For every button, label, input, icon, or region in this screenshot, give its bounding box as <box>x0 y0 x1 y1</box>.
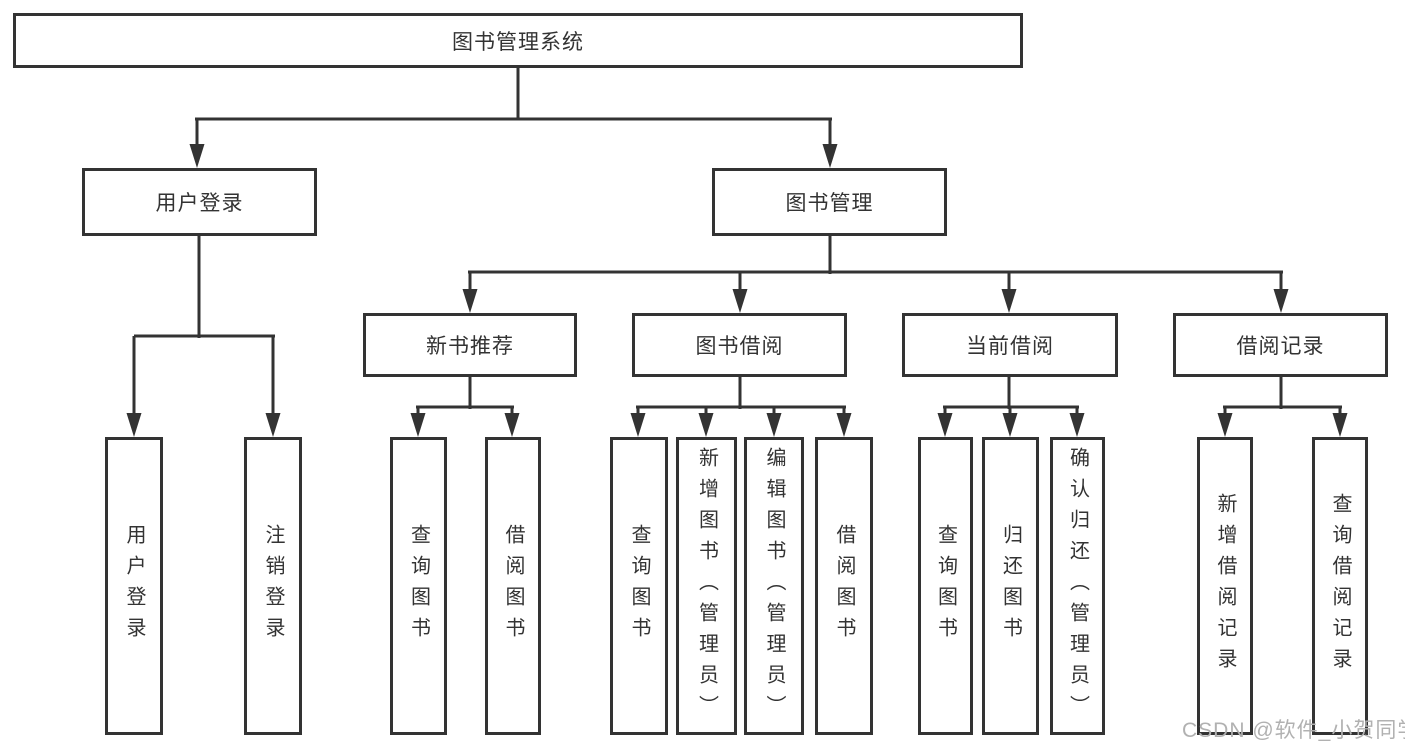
leaf-label: 确认归还（管理员） <box>1066 446 1089 726</box>
node-current-borrowing: 当前借阅 <box>902 313 1118 377</box>
node-label: 用户登录 <box>155 192 244 215</box>
node-book-management: 图书管理 <box>712 168 947 236</box>
leaf-add-borrow-record: 新增借阅记录 <box>1197 437 1253 735</box>
leaf-label: 查询图书 <box>628 524 650 648</box>
node-root: 图书管理系统 <box>13 13 1023 68</box>
leaf-label: 归还图书 <box>999 524 1022 648</box>
leaf-label: 查询图书 <box>934 524 957 648</box>
leaf-add-book-admin: 新增图书（管理员） <box>676 437 737 735</box>
node-label: 当前借阅 <box>966 335 1054 358</box>
node-book-borrowing: 图书借阅 <box>632 313 847 377</box>
leaf-logout: 注销登录 <box>244 437 302 735</box>
leaf-label: 新增图书（管理员） <box>695 446 718 726</box>
leaf-label: 用户登录 <box>123 524 145 648</box>
csdn-watermark: CSDN @软件_小贺同学 <box>1182 719 1405 742</box>
leaf-return-books: 归还图书 <box>982 437 1039 735</box>
leaf-label: 新增借阅记录 <box>1214 493 1236 679</box>
leaf-query-borrow-record: 查询借阅记录 <box>1312 437 1368 735</box>
leaf-edit-book-admin: 编辑图书（管理员） <box>744 437 804 735</box>
node-label: 借阅记录 <box>1236 335 1325 358</box>
node-borrowing-records: 借阅记录 <box>1173 313 1388 377</box>
node-label: 图书借阅 <box>695 335 784 358</box>
node-root-label: 图书管理系统 <box>452 30 584 54</box>
leaf-borrow-books-recommend: 借阅图书 <box>485 437 541 735</box>
node-new-book-recommendation: 新书推荐 <box>363 313 577 377</box>
leaf-label: 编辑图书（管理员） <box>763 446 785 726</box>
leaf-query-books-borrowing: 查询图书 <box>610 437 668 735</box>
leaf-query-books-recommend: 查询图书 <box>390 437 447 735</box>
node-label: 新书推荐 <box>426 335 514 358</box>
leaf-label: 借阅图书 <box>833 524 855 648</box>
leaf-borrow-books-borrowing: 借阅图书 <box>815 437 873 735</box>
leaf-label: 借阅图书 <box>502 524 524 648</box>
leaf-label: 查询图书 <box>407 524 430 648</box>
leaf-label: 查询借阅记录 <box>1329 493 1351 679</box>
node-label: 图书管理 <box>785 192 874 215</box>
leaf-user-login: 用户登录 <box>105 437 163 735</box>
node-user-login: 用户登录 <box>82 168 317 236</box>
leaf-label: 注销登录 <box>262 524 284 648</box>
leaf-query-books-current: 查询图书 <box>918 437 973 735</box>
leaf-confirm-return-admin: 确认归还（管理员） <box>1050 437 1105 735</box>
